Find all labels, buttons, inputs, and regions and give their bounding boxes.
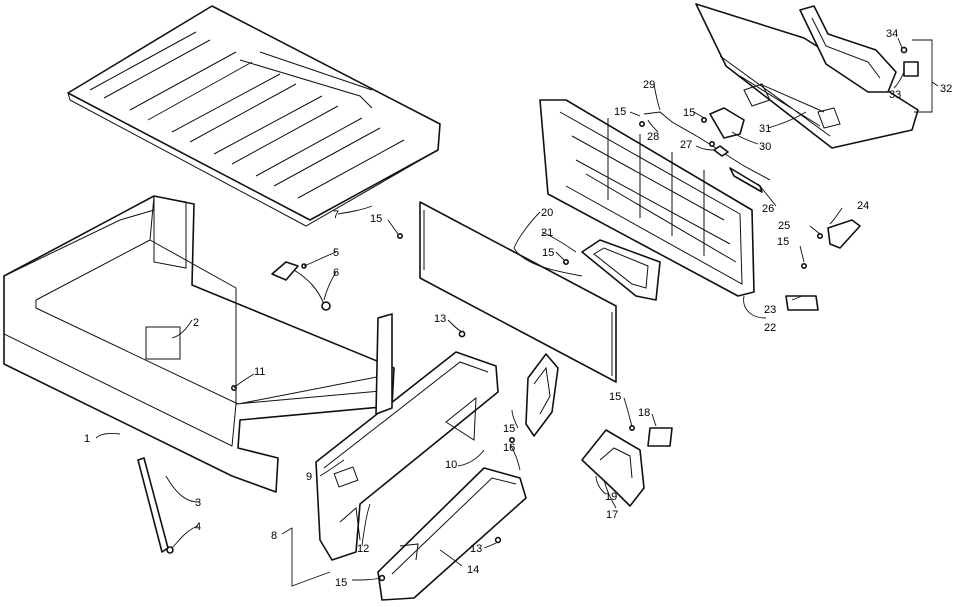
latch-rod (643, 111, 771, 181)
callout-24: 24 (857, 200, 869, 212)
callout-10: 10 (445, 459, 457, 471)
callout-15-f: 15 (614, 106, 626, 118)
callout-22: 22 (764, 322, 776, 334)
callout-2: 2 (193, 317, 199, 329)
callout-31: 31 (759, 123, 771, 135)
tailgate-outer-cover (695, 3, 919, 149)
callout-9: 9 (306, 471, 312, 483)
callout-29: 29 (643, 79, 655, 91)
callout-15-h: 15 (777, 236, 789, 248)
cargo-box (3, 195, 395, 493)
callout-numbers: 1 2 3 4 5 6 7 8 9 10 11 12 13 13 14 15 1… (84, 28, 952, 589)
handle-trim (799, 5, 897, 93)
callout-18: 18 (638, 407, 650, 419)
callout-16: 16 (503, 442, 515, 454)
callout-12: 12 (357, 543, 369, 555)
rear-section-panel (375, 313, 393, 415)
fasteners (231, 46, 908, 582)
leader-lines (95, 37, 939, 587)
small-pad (647, 427, 673, 447)
callout-15-d: 15 (609, 391, 621, 403)
support-strut (137, 457, 174, 554)
callout-21: 21 (541, 227, 553, 239)
callout-33: 33 (889, 89, 901, 101)
callout-3: 3 (195, 497, 201, 509)
callout-15-e: 15 (542, 247, 554, 259)
callout-23: 23 (764, 304, 776, 316)
grille-bezel (581, 239, 661, 301)
callout-14: 14 (467, 564, 479, 576)
callout-15-a: 15 (370, 213, 382, 225)
hinge-bracket (827, 219, 861, 249)
callout-11: 11 (254, 366, 265, 378)
callout-7: 7 (333, 209, 339, 221)
gasket-panel (419, 201, 617, 383)
callout-15-c: 15 (503, 423, 515, 435)
tailgate-frame (539, 99, 755, 297)
callout-15-g: 15 (683, 107, 695, 119)
callout-1: 1 (84, 433, 90, 445)
latch-block (709, 107, 745, 157)
callout-27: 27 (680, 139, 692, 151)
callout-5: 5 (333, 247, 339, 259)
callout-19: 19 (605, 491, 617, 503)
tailgate-plate (785, 295, 819, 311)
callout-17: 17 (606, 509, 618, 521)
side-panel-left (315, 351, 499, 561)
latch-cable (271, 261, 331, 311)
callout-20: 20 (541, 207, 553, 219)
callout-8: 8 (271, 530, 277, 542)
bed-floor-panel (67, 5, 441, 227)
callout-6: 6 (333, 267, 339, 279)
corner-bracket (581, 429, 645, 507)
lower-side-trim (377, 467, 527, 601)
callout-30: 30 (759, 141, 771, 153)
callout-34: 34 (886, 28, 898, 40)
callout-13-lower: 13 (470, 543, 482, 555)
callout-25: 25 (778, 220, 790, 232)
callout-28: 28 (647, 131, 659, 143)
callout-15-b: 15 (335, 577, 347, 589)
callout-13-upper: 13 (434, 313, 446, 325)
callout-4: 4 (195, 521, 201, 533)
handle-decal (903, 61, 919, 77)
callout-32: 32 (940, 83, 952, 95)
tailgate-latch (729, 167, 763, 193)
callout-26: 26 (762, 203, 774, 215)
tail-light-bracket (525, 353, 559, 437)
